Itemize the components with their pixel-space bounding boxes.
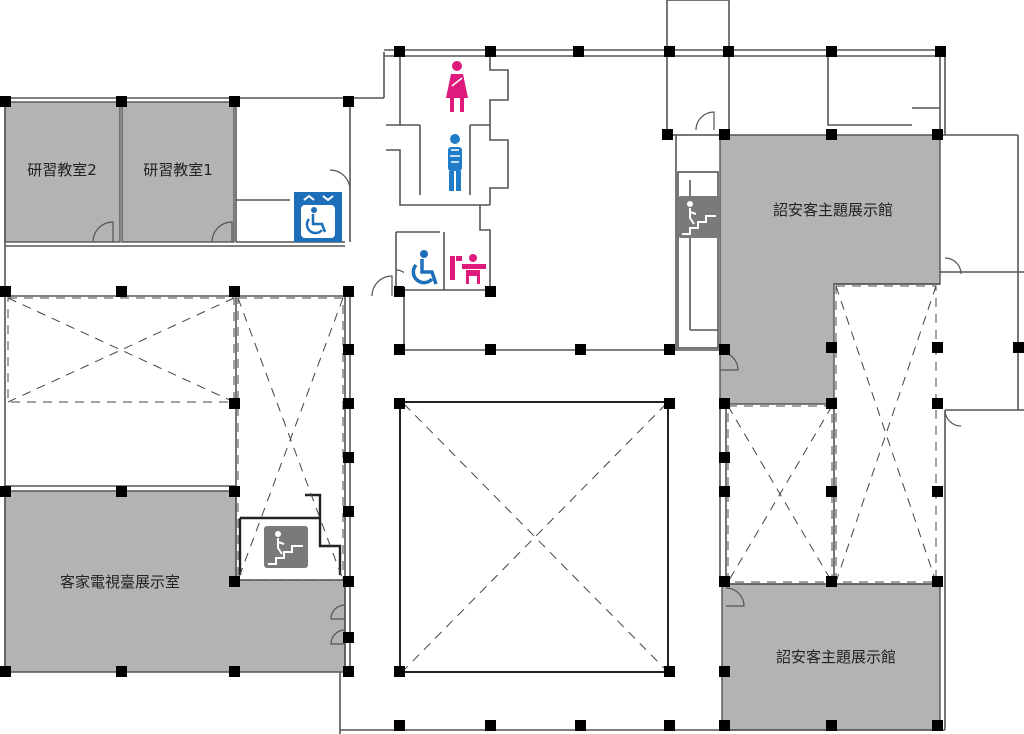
- accessible-elevator-icon[interactable]: [294, 192, 342, 242]
- structural-columns: [0, 46, 1024, 731]
- male-restroom-icon[interactable]: [448, 134, 462, 191]
- stairs-icon[interactable]: [678, 196, 720, 238]
- female-restroom-icon[interactable]: [446, 61, 468, 112]
- room-label-zhaoan-hall-lower: 詔安客主題展示館: [776, 648, 896, 666]
- stairs-icon[interactable]: [264, 526, 308, 568]
- room-study-2[interactable]: [4, 101, 121, 243]
- room-label-zhaoan-hall-upper: 詔安客主題展示館: [773, 201, 893, 219]
- room-study-1[interactable]: [121, 101, 235, 243]
- baby-changing-icon[interactable]: [450, 254, 486, 284]
- room-label-hakka-tv: 客家電視臺展示室: [60, 573, 180, 591]
- open-void-markings: [7, 285, 937, 671]
- room-label-study-2: 研習教室2: [27, 161, 97, 179]
- accessible-restroom-icon[interactable]: [404, 247, 442, 287]
- room-zhaoan-hall-upper[interactable]: [719, 134, 941, 405]
- central-atrium: [399, 401, 669, 673]
- room-label-study-1: 研習教室1: [143, 161, 213, 179]
- restroom-walls: [386, 56, 509, 291]
